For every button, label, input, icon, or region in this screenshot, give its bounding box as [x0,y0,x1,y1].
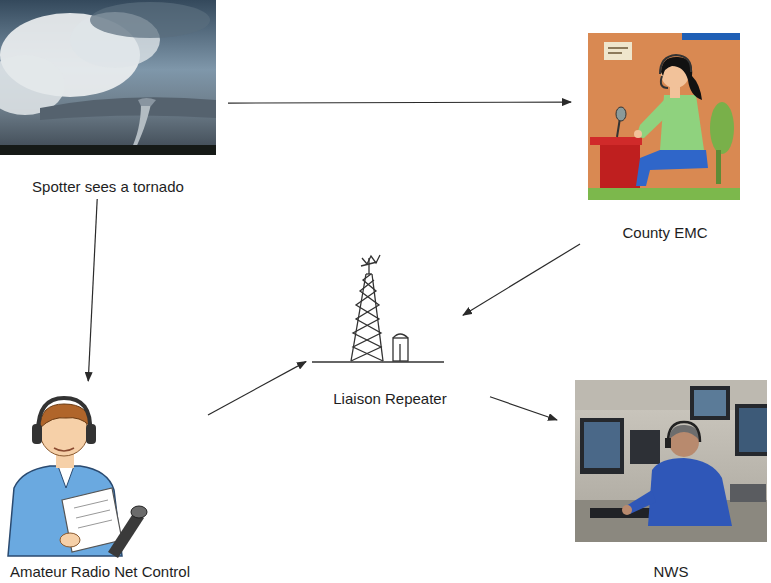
tower-symbol [393,338,408,361]
node-caption: County EMC [619,224,710,242]
office-photo [622,505,632,515]
picture-node: Spotter sees a tornado [0,0,216,196]
operator-clipart [8,398,147,558]
dispatcher-clipart [604,42,632,60]
tower-symbol [353,280,383,361]
tornado-photo [90,2,210,38]
office-photo [580,418,624,474]
tower-symbol [312,255,444,362]
tornado-photo [0,145,216,155]
tower-symbol [393,334,408,338]
picture-node: Amateur Radio Net Control [2,385,198,581]
office-photo [590,508,650,518]
dispatcher-clipart [608,52,622,54]
office-photo [690,386,730,420]
operator-clipart [54,448,74,451]
operator-clipart [38,398,90,432]
operator-clipart [74,500,108,508]
tornado-photo [0,0,216,155]
node-caption: Amateur Radio Net Control [7,563,193,581]
dispatcher-clipart [682,33,740,40]
picture-node: NWS [573,378,769,581]
operator-clipart [86,424,96,444]
tower-symbol [362,255,380,264]
flow-arrow [88,199,97,381]
operator-clipart [32,424,42,444]
picture-node: Liaison Repeater [320,248,460,408]
dispatcher-clipart [634,130,642,138]
flow-arrow [208,362,306,415]
dispatcher-clipart [608,47,628,49]
office-photo [735,404,767,456]
dispatcher-clipart [588,188,740,200]
node-caption: Liaison Repeater [330,390,449,408]
office-photo [648,458,732,526]
dispatcher-clipart [600,145,640,188]
operator-clipart [40,404,90,428]
dispatcher-clipart [588,33,740,200]
operator-clipart [76,510,110,518]
operator-clipart [8,466,122,556]
tornado-photo [131,104,151,150]
office-photo [575,380,767,542]
picture-node: County EMC [585,30,745,242]
dispatcher-clipart [590,137,642,145]
operator-clipart [131,506,147,518]
office-photo [630,430,660,464]
office-photo [668,422,700,442]
operator-clipart [58,466,74,488]
dispatcher-clipart [588,33,740,200]
dispatcher-clipart [661,57,702,100]
flow-arrow [490,397,557,420]
tower-symbol [399,344,400,361]
tornado-photo [40,97,216,120]
dispatcher-clipart [710,102,734,154]
operator-clipart [108,512,144,558]
tornado-photo [138,98,156,106]
office-photo [739,408,767,452]
flow-arrow [463,244,580,315]
dispatcher-clipart [660,95,704,150]
node-caption: Spotter sees a tornado [29,178,187,196]
operator-clipart [60,533,80,547]
office-photo [730,484,766,502]
dispatcher-clipart [661,76,668,88]
node-caption: NWS [651,563,692,581]
dispatcher-clipart [660,55,691,74]
flow-arrow [228,102,571,103]
tower-symbol [361,262,377,266]
office-photo [575,380,767,542]
office-photo [694,390,726,416]
office-photo [584,422,620,468]
operator-clipart [78,520,112,528]
dispatcher-clipart [636,150,708,186]
office-photo [665,438,671,448]
tower-symbol [312,361,444,362]
dispatcher-clipart [616,107,626,121]
dispatcher-clipart [716,150,721,184]
